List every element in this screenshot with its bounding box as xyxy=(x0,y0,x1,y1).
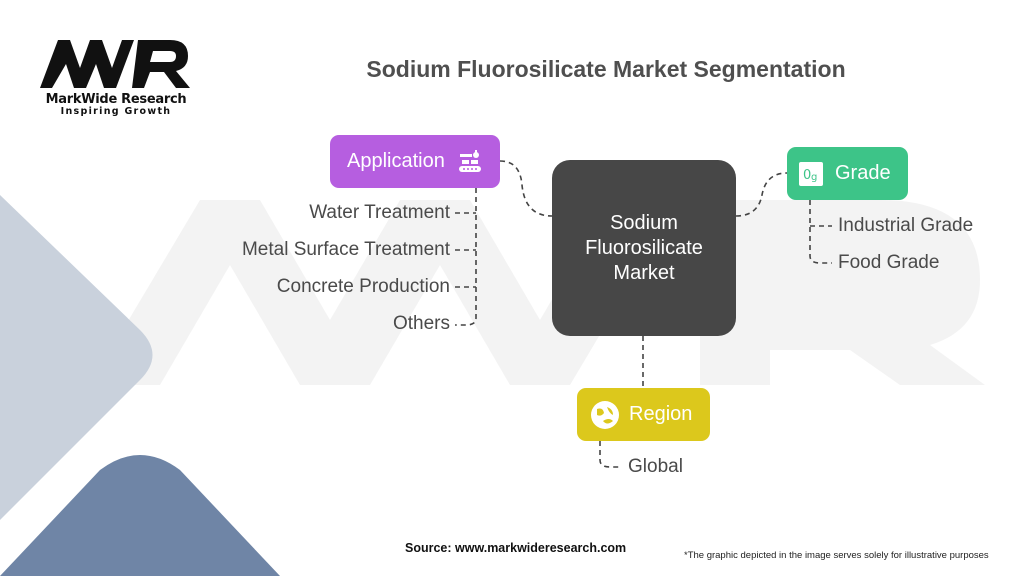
grade-trunk xyxy=(809,200,832,264)
application-item: Water Treatment xyxy=(309,202,450,223)
bg-shape-light xyxy=(0,195,153,520)
page-title: Sodium Fluorosilicate Market Segmentatio… xyxy=(366,56,846,82)
logo-tagline: Inspiring Growth xyxy=(60,106,172,117)
application-trunk xyxy=(455,188,477,326)
grade-icon: 0 g xyxy=(799,161,823,186)
center-label-line: Sodium xyxy=(610,211,678,234)
grade-item: Industrial Grade xyxy=(838,215,974,236)
watermark-logo xyxy=(90,200,985,385)
globe-icon xyxy=(591,400,619,429)
application-item: Others xyxy=(392,313,450,334)
center-node: Sodium Fluorosilicate Market xyxy=(552,160,736,336)
source-text: Source: www.markwideresearch.com xyxy=(405,541,627,555)
grade-box: 0 g Grade xyxy=(787,147,908,200)
connector-grade xyxy=(735,172,788,217)
center-label-line: Fluorosilicate xyxy=(585,236,703,259)
grade-label: Grade xyxy=(835,162,891,184)
bg-shape-dark xyxy=(0,455,280,576)
svg-text:0: 0 xyxy=(803,168,811,183)
region-trunk xyxy=(599,441,620,468)
region-box: Region xyxy=(577,388,710,441)
svg-text:g: g xyxy=(811,172,817,183)
center-label-line: Market xyxy=(613,261,675,284)
markwide-logo-icon xyxy=(40,40,190,88)
grade-item: Food Grade xyxy=(838,252,940,273)
disclaimer-text: *The graphic depicted in the image serve… xyxy=(684,550,989,561)
conveyor-robot-icon xyxy=(458,149,481,172)
connector-application xyxy=(499,160,553,217)
application-box: Application xyxy=(330,135,500,188)
region-item: Global xyxy=(628,456,683,477)
logo-name: MarkWide Research xyxy=(45,92,187,107)
application-item: Concrete Production xyxy=(276,276,450,297)
connectors xyxy=(455,160,832,468)
region-label: Region xyxy=(629,403,693,425)
application-label: Application xyxy=(347,150,445,172)
application-item: Metal Surface Treatment xyxy=(241,239,450,260)
